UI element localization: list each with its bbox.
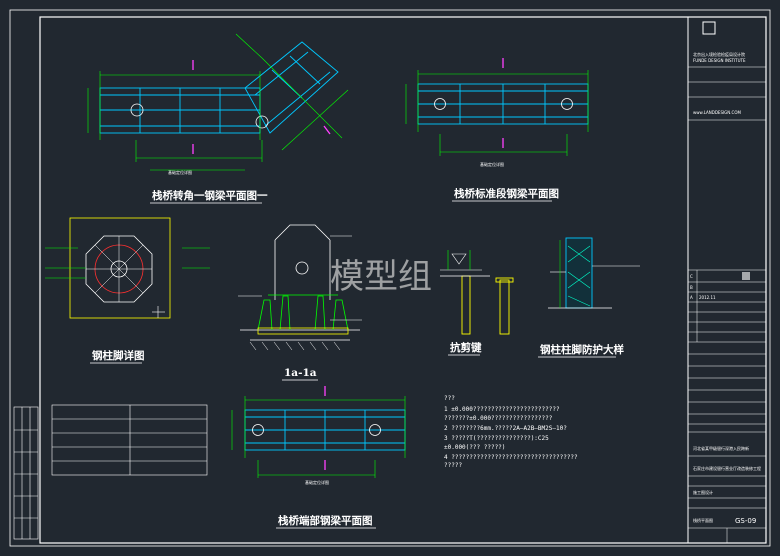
plan-end-beams: [244, 409, 406, 451]
column-base-title: 钢柱脚详图: [92, 349, 145, 362]
revision-date: 2012.11: [699, 295, 716, 300]
drawing-name: 栈桥平面图: [693, 517, 713, 523]
outer-border: [9, 9, 771, 547]
drawing-number: GS-09: [735, 517, 756, 525]
notes-line-4b: ?????: [444, 462, 462, 469]
section-title: 1a-1a: [284, 367, 317, 379]
plan-standard-title: 栈桥标准段钢梁平面图: [454, 187, 559, 200]
notes-line-1b: ???????±0.000?????????????????: [444, 415, 553, 422]
shear-key-title: 抗剪键: [450, 341, 482, 354]
plan-corner-dim-label: 基础定位详图: [168, 169, 192, 175]
plan-standard-dim-label: 基础定位详图: [480, 161, 504, 167]
notes-line-3b: ±0.000(??? ?????): [444, 444, 505, 451]
watermark-text: 模型组: [330, 257, 432, 297]
plan-standard-beams: [417, 83, 589, 125]
plan-corner-drawing: 基础定位详图 栈桥转角一钢梁平面图一: [87, 33, 349, 204]
notes-line-2: 2 ????????6mm.?????2A—A2B—BM2S—10?: [444, 425, 567, 432]
revision-b: B: [690, 285, 693, 290]
plan-corner-beams: [99, 41, 339, 134]
company-website: www.LANDDESIGN.COM: [693, 110, 741, 115]
column-base-drawing: 钢柱脚详图: [45, 217, 210, 364]
notes-line-4: 4 ???????????????????????????????????: [444, 454, 578, 461]
design-stage: 施工图设计: [693, 489, 713, 495]
notes-block: ??? 1 ±0.000???????????????????????? ???…: [444, 395, 578, 469]
plan-corner-title: 栈桥转角一钢梁平面图一: [152, 189, 268, 202]
column-protect-title: 钢柱柱脚防护大样: [540, 343, 624, 356]
plan-end-dim-label: 基础定位详图: [305, 479, 329, 485]
company-name-cn: 北京出入境检验检疫局设计院: [693, 51, 745, 57]
project-name: 河北省某甲级银行深港入民跨新: [693, 445, 749, 451]
notes-line-3: 3 ?????T(???????????????):C25: [444, 435, 549, 442]
title-block: 北京出入境检验检疫局设计院 FUNDE DESIGN INSTITUTE www…: [687, 16, 767, 544]
revision-c: C: [690, 274, 693, 279]
plan-end-drawing: 基础定位详图 栈桥端部钢梁平面图: [231, 386, 406, 529]
empty-table: [51, 404, 208, 476]
revision-a: A: [690, 295, 693, 300]
company-logo: [702, 21, 716, 35]
notes-line-1: 1 ±0.000????????????????????????: [444, 406, 560, 413]
column-protect-drawing: 钢柱柱脚防护大样: [538, 237, 640, 358]
plan-standard-drawing: 基础定位详图 栈桥标准段钢梁平面图: [405, 58, 589, 202]
company-name-en: FUNDE DESIGN INSTITUTE: [693, 58, 746, 63]
notes-heading: ???: [444, 395, 455, 402]
section-drawing: 1a-1a: [238, 224, 362, 381]
shear-key-drawing: 抗剪键: [440, 250, 514, 356]
binding-strip: [13, 406, 39, 540]
subproject-name: 石家庄市建设银行营业厅改造装修工程: [693, 465, 761, 471]
plan-end-title: 栈桥端部钢梁平面图: [278, 514, 373, 527]
